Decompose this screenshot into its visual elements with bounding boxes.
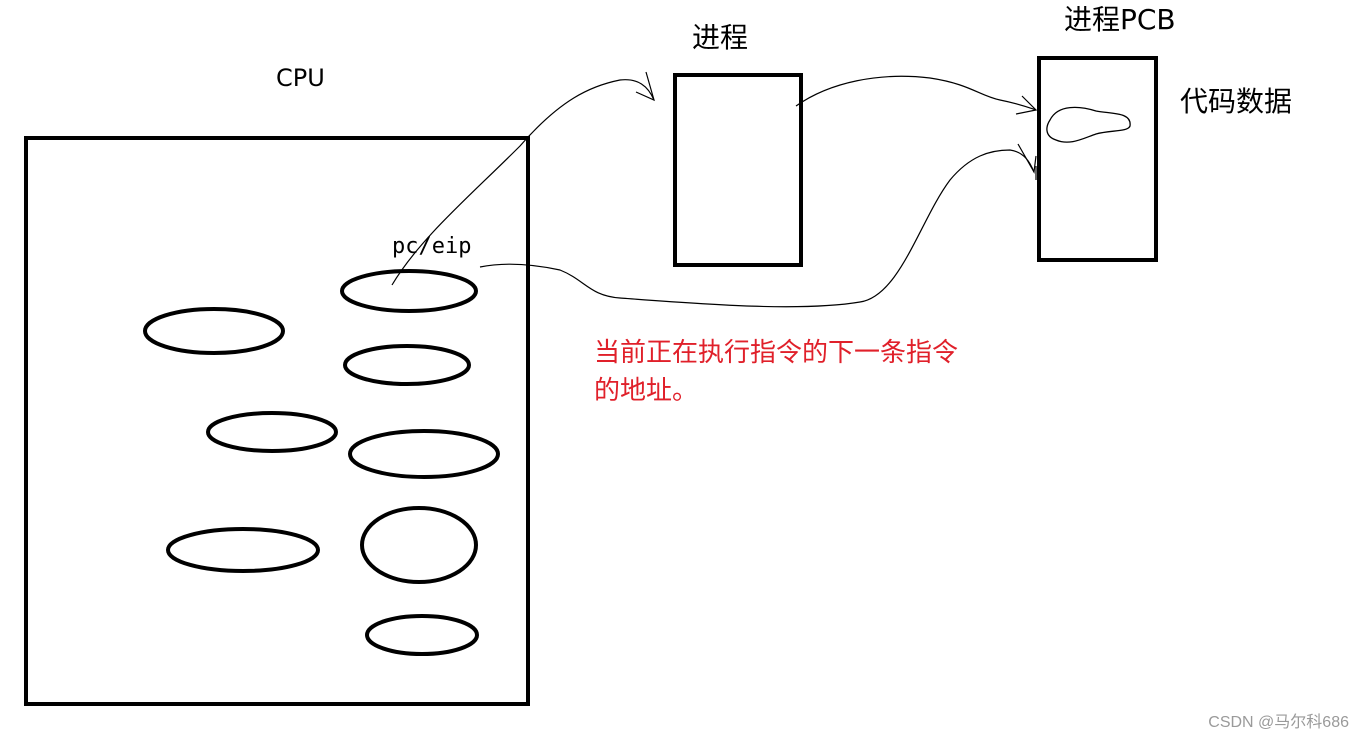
code-data-label: 代码数据 bbox=[1180, 85, 1293, 118]
process-pcb-box bbox=[1037, 56, 1158, 262]
pc-eip-annotation: 当前正在执行指令的下一条指令 的地址。 bbox=[594, 334, 1034, 410]
cpu-register-ellipse-1 bbox=[143, 307, 285, 355]
pc-eip-register-ellipse bbox=[340, 269, 478, 313]
pc-to-process-arrowhead bbox=[635, 71, 655, 102]
cpu-register-ellipse-3 bbox=[343, 344, 471, 386]
cpu-box bbox=[24, 136, 530, 706]
csdn-watermark: CSDN @马尔科686 bbox=[1208, 714, 1349, 731]
code-data-blob bbox=[1046, 106, 1131, 143]
cpu-register-ellipse-8 bbox=[365, 614, 479, 656]
process-to-pcb-curve bbox=[795, 75, 1037, 111]
cpu-register-ellipse-7 bbox=[360, 506, 478, 584]
cpu-register-ellipse-4 bbox=[206, 411, 338, 453]
process-box bbox=[673, 73, 803, 267]
cpu-register-ellipse-5 bbox=[348, 429, 500, 479]
pc-to-pcb-arrowhead bbox=[1017, 143, 1037, 174]
process-to-pcb-arrowhead bbox=[1015, 95, 1038, 115]
cpu-register-ellipse-6 bbox=[166, 527, 320, 573]
pc-eip-label: pc/eip bbox=[392, 234, 472, 259]
process-label: 进程 bbox=[692, 21, 749, 54]
pc-to-process-curve bbox=[391, 79, 655, 286]
pc-to-pcb-curve bbox=[479, 149, 1035, 308]
process-pcb-label: 进程PCB bbox=[1064, 3, 1176, 36]
cpu-label: CPU bbox=[276, 64, 325, 92]
annotation-line-2: 的地址。 bbox=[594, 376, 699, 406]
annotation-line-1: 当前正在执行指令的下一条指令 bbox=[594, 338, 959, 368]
